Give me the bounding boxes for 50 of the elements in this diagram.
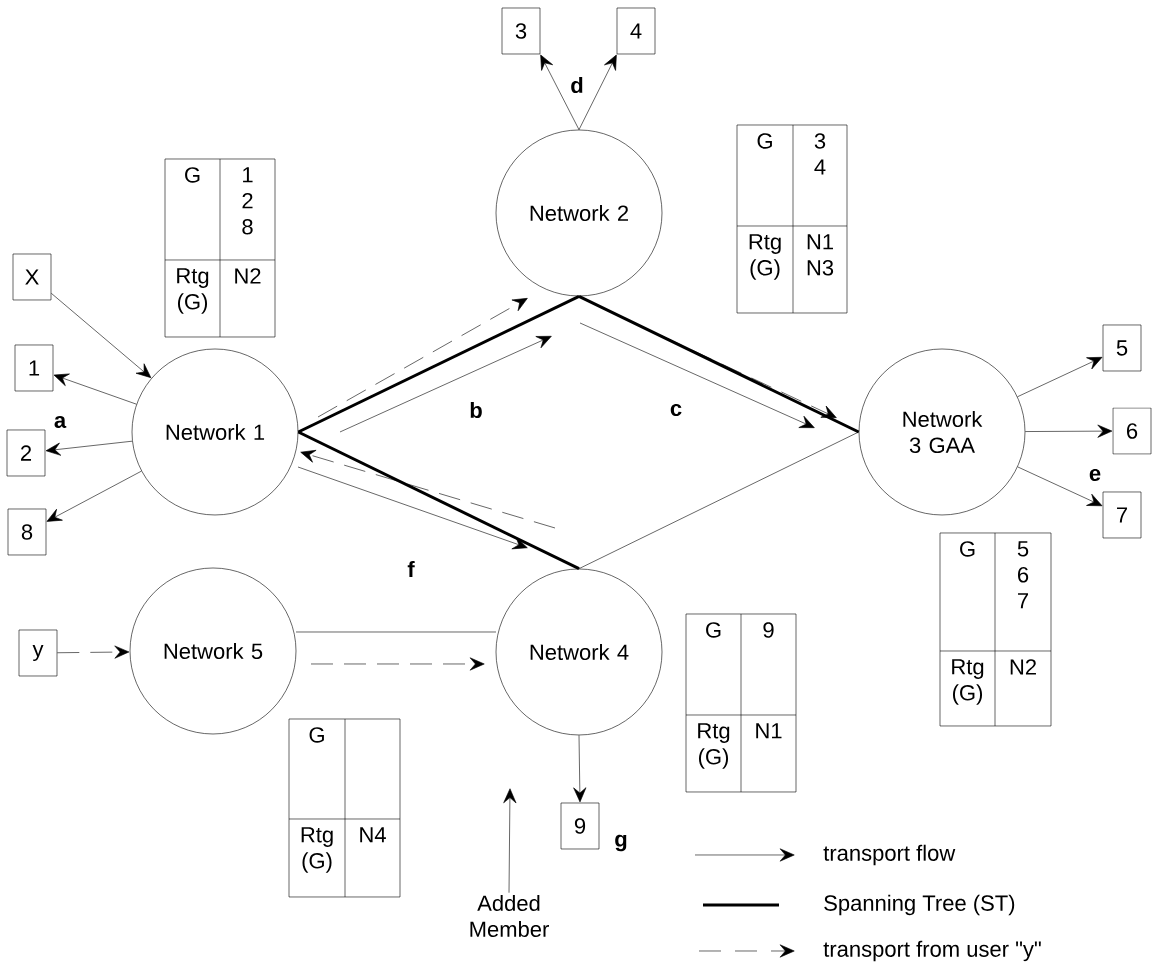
routing-table: G 3 4 Rtg (G) N1 N3 xyxy=(736,124,848,314)
arrow xyxy=(53,373,137,405)
arrow xyxy=(579,322,815,428)
member-box: 4 xyxy=(616,7,656,55)
arrow xyxy=(578,54,617,130)
member-box: X xyxy=(12,253,52,301)
routing-table: G 1 2 8 Rtg (G) N2 xyxy=(164,158,276,338)
arrow xyxy=(573,735,587,803)
link-line xyxy=(297,430,580,571)
letter-label: d xyxy=(571,76,583,94)
link-line xyxy=(295,631,497,633)
member-box: 5 xyxy=(1102,324,1142,372)
annotation-text: Added Member xyxy=(470,894,549,938)
letter-label: b xyxy=(470,401,482,419)
arrow xyxy=(1025,424,1113,438)
arrow xyxy=(601,307,837,418)
routing-table: G 9 Rtg (G) N1 xyxy=(685,613,797,793)
member-box: y xyxy=(18,629,58,677)
arrow xyxy=(46,470,142,522)
arrow xyxy=(339,336,552,433)
arrow xyxy=(51,293,152,378)
link-line xyxy=(578,294,860,434)
letter-label: e xyxy=(1089,468,1101,481)
arrow xyxy=(503,788,517,893)
legend-text: transport from user "y" xyxy=(823,940,1041,962)
link-line xyxy=(297,294,580,434)
member-box: 8 xyxy=(7,508,47,556)
legend-text: transport flow xyxy=(823,844,956,866)
member-box: 7 xyxy=(1102,491,1142,539)
arrow xyxy=(300,450,556,529)
routing-table: G 5 6 7 Rtg (G) N2 xyxy=(939,532,1052,727)
arrow xyxy=(1017,466,1103,507)
arrow xyxy=(310,657,485,671)
link-line xyxy=(578,431,859,569)
arrow xyxy=(57,645,130,659)
arrow xyxy=(45,440,133,456)
letter-label: a xyxy=(54,415,67,428)
member-box: 1 xyxy=(14,344,54,392)
arrow xyxy=(297,466,528,550)
member-box: 3 xyxy=(501,7,541,55)
member-box: 6 xyxy=(1112,407,1152,455)
letter-label: f xyxy=(407,561,415,577)
member-box: 2 xyxy=(6,429,46,477)
arrow xyxy=(540,54,580,130)
legend-text: Spanning Tree (ST) xyxy=(824,894,1015,916)
arrow xyxy=(317,298,528,418)
member-box: 9 xyxy=(560,802,600,850)
routing-table: G Rtg (G) N4 xyxy=(288,718,401,898)
letter-label: c xyxy=(670,403,682,416)
arrow xyxy=(1017,357,1103,398)
